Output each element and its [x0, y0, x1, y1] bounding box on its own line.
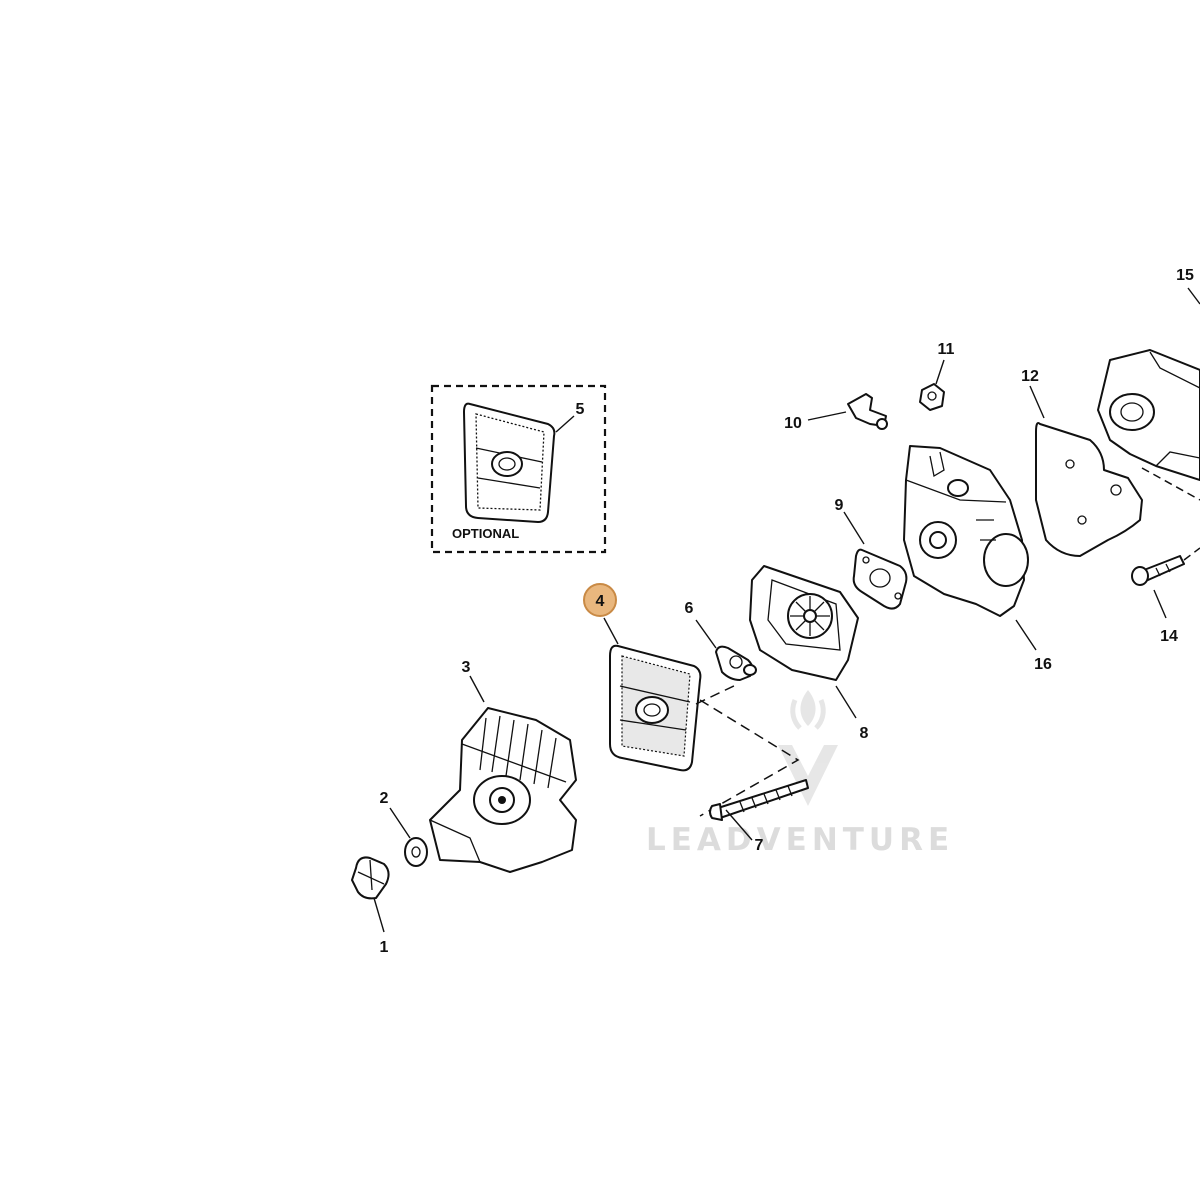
callout-11[interactable]: 11: [938, 341, 955, 358]
callout-9[interactable]: 9: [835, 497, 844, 514]
callout-5[interactable]: 5: [576, 401, 585, 418]
callout-10[interactable]: 10: [784, 415, 802, 432]
part-2-washer[interactable]: [404, 837, 428, 867]
callout-15[interactable]: 15: [1176, 267, 1194, 284]
callout-16[interactable]: 16: [1034, 656, 1052, 673]
part-12-gasket[interactable]: [1035, 422, 1143, 557]
part-9-gasket[interactable]: [852, 548, 908, 610]
callout-2[interactable]: 2: [380, 790, 389, 807]
part-14-screw[interactable]: [1131, 555, 1185, 586]
part-4-air-filter[interactable]: [609, 644, 702, 772]
part-5-optional-filter[interactable]: [463, 402, 556, 523]
callout-3[interactable]: 3: [462, 659, 471, 676]
part-1-knob[interactable]: [351, 856, 390, 900]
part-8-air-cleaner-base[interactable]: [749, 565, 859, 681]
callout-7[interactable]: 7: [755, 837, 764, 854]
optional-box: [430, 384, 607, 554]
part-3-air-cleaner-cover[interactable]: [429, 707, 577, 873]
part-15-insulator[interactable]: [1097, 349, 1200, 481]
optional-label: OPTIONAL: [452, 526, 519, 541]
callout-4-highlight[interactable]: [583, 583, 617, 617]
assembly-line: [699, 699, 800, 817]
watermark-logo: [778, 690, 838, 806]
callout-4[interactable]: 4: [596, 593, 605, 610]
callout-6[interactable]: 6: [685, 600, 694, 617]
part-11-nut[interactable]: [919, 383, 945, 411]
part-6-plate[interactable]: [715, 645, 757, 681]
part-16-carburetor[interactable]: [903, 445, 1029, 617]
part-7-bolt[interactable]: [709, 779, 809, 821]
callout-8[interactable]: 8: [860, 725, 869, 742]
watermark-text: LEADVENTURE: [646, 822, 954, 858]
callout-12[interactable]: 12: [1021, 368, 1039, 385]
callout-1[interactable]: 1: [380, 939, 389, 956]
part-10-lever[interactable]: [847, 393, 888, 430]
callout-14[interactable]: 14: [1160, 628, 1178, 645]
